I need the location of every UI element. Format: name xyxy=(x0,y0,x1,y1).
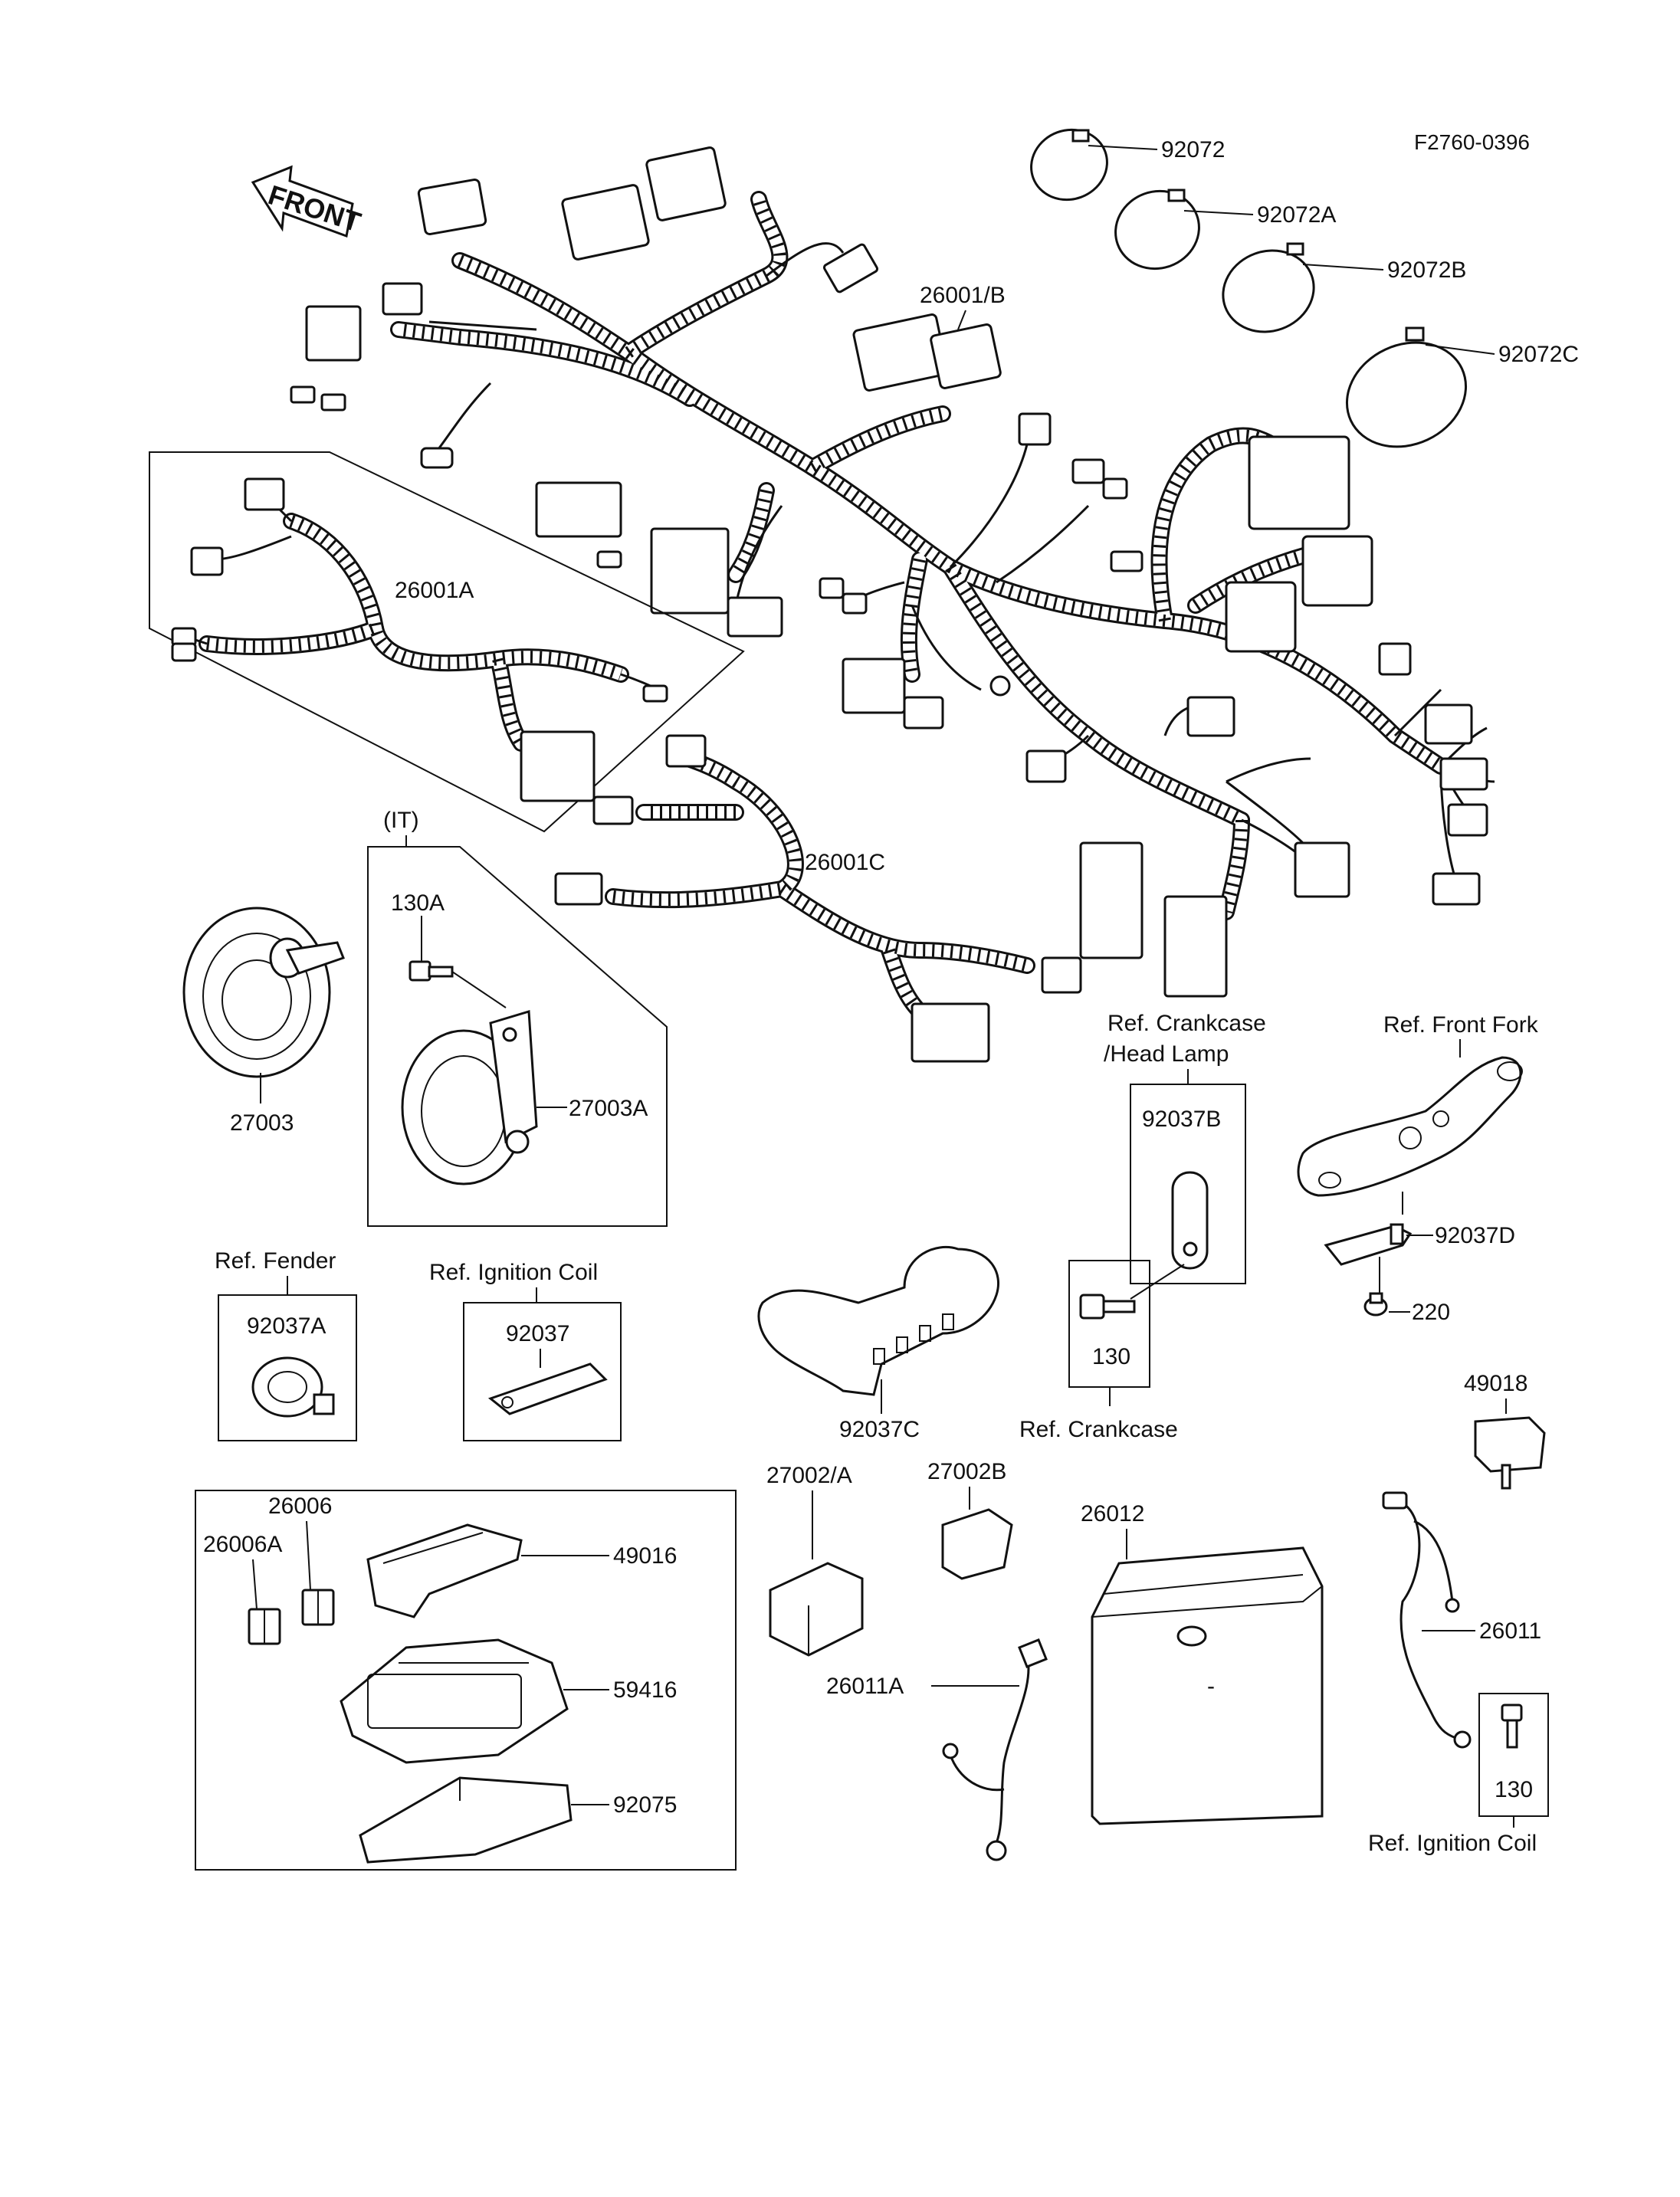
relay-27002A xyxy=(769,1562,864,1657)
clamp-92072A xyxy=(1114,189,1200,271)
clamp-92037A xyxy=(251,1356,335,1418)
battery-26012: - xyxy=(1091,1546,1324,1825)
label-92072C: 92072C xyxy=(1498,342,1579,367)
clamp-92037D xyxy=(1324,1223,1413,1266)
label-ref-crankcase: Ref. Crankcase xyxy=(1019,1417,1178,1442)
label-26006A: 26006A xyxy=(203,1532,282,1557)
fuse-box-group xyxy=(195,1490,737,1871)
label-92075: 92075 xyxy=(613,1792,677,1818)
fuse-26006 xyxy=(301,1589,335,1626)
lead-26011 xyxy=(1382,1491,1472,1749)
label-ref-fender: Ref. Fender xyxy=(215,1248,336,1274)
label-130-bottom: 130 xyxy=(1495,1777,1533,1802)
bolt-130 xyxy=(1079,1294,1136,1320)
it-box xyxy=(367,846,668,1227)
bolt-130A xyxy=(409,960,454,982)
sub-harness-26001C xyxy=(554,734,1082,1063)
relay-27002B xyxy=(941,1508,1013,1580)
label-27003A: 27003A xyxy=(569,1096,648,1121)
label-220: 220 xyxy=(1412,1300,1450,1325)
clamp-92037 xyxy=(487,1362,608,1415)
front-fork-bracket xyxy=(1297,1056,1523,1197)
horn-27003 xyxy=(182,907,345,1078)
label-ref-crankcase-head-1: Ref. Crankcase xyxy=(1107,1011,1266,1036)
label-130-mid: 130 xyxy=(1092,1344,1130,1369)
label-26006: 26006 xyxy=(268,1494,332,1519)
part-49016 xyxy=(366,1523,523,1618)
box-92037A xyxy=(218,1294,357,1441)
label-26001C: 26001C xyxy=(805,850,885,875)
label-130A: 130A xyxy=(391,890,445,916)
label-26011A: 26011A xyxy=(826,1674,904,1699)
fuse-box-59416 xyxy=(340,1638,569,1764)
label-ref-front-fork: Ref. Front Fork xyxy=(1383,1012,1539,1038)
label-92037C: 92037C xyxy=(839,1417,920,1442)
box-92037B xyxy=(1130,1084,1246,1284)
fuse-26006A xyxy=(248,1608,281,1645)
label-26011: 26011 xyxy=(1479,1618,1541,1644)
label-27002A: 27002/A xyxy=(766,1463,852,1488)
clamp-92037B xyxy=(1171,1171,1209,1270)
label-ref-ignition-coil-top: Ref. Ignition Coil xyxy=(429,1260,598,1285)
label-it: (IT) xyxy=(383,808,419,833)
label-ref-ignition-coil-bottom: Ref. Ignition Coil xyxy=(1368,1831,1537,1856)
horn-27003A xyxy=(401,1010,538,1185)
doc-code: F2760-0396 xyxy=(1414,130,1530,154)
sub-harness-26001A xyxy=(149,451,745,833)
label-92072A: 92072A xyxy=(1257,202,1336,228)
label-92037B: 92037B xyxy=(1142,1107,1221,1132)
label-92072: 92072 xyxy=(1161,137,1225,162)
front-label: FRONT xyxy=(264,179,365,238)
clamp-92037C xyxy=(757,1245,1000,1396)
svg-text:-: - xyxy=(1207,1674,1215,1699)
label-92037A: 92037A xyxy=(247,1313,326,1339)
harness-connectors xyxy=(290,146,1488,998)
clamp-92072B xyxy=(1222,242,1315,333)
label-49016: 49016 xyxy=(613,1543,677,1569)
box-92037 xyxy=(463,1302,622,1441)
bolt-130-bottom xyxy=(1501,1703,1523,1749)
front-arrow-icon: FRONT xyxy=(251,165,365,238)
label-92037D: 92037D xyxy=(1435,1223,1515,1248)
bolt-220 xyxy=(1363,1292,1388,1317)
label-59416: 59416 xyxy=(613,1677,677,1703)
label-27002B: 27002B xyxy=(927,1459,1006,1484)
lead-26011A xyxy=(942,1638,1048,1861)
label-26001A: 26001A xyxy=(395,578,474,603)
label-92072B: 92072B xyxy=(1387,257,1466,283)
clamp-92072C xyxy=(1345,326,1468,448)
label-26001B: 26001/B xyxy=(920,283,1006,308)
label-26012: 26012 xyxy=(1081,1501,1144,1526)
clamp-92072 xyxy=(1030,128,1108,202)
part-92075 xyxy=(359,1776,573,1864)
label-27003: 27003 xyxy=(230,1110,294,1136)
label-92037: 92037 xyxy=(506,1321,569,1346)
label-ref-crankcase-head-2: /Head Lamp xyxy=(1104,1041,1229,1067)
label-49018: 49018 xyxy=(1464,1371,1527,1396)
part-49018 xyxy=(1474,1416,1546,1490)
main-wiring-harness xyxy=(390,191,1495,920)
